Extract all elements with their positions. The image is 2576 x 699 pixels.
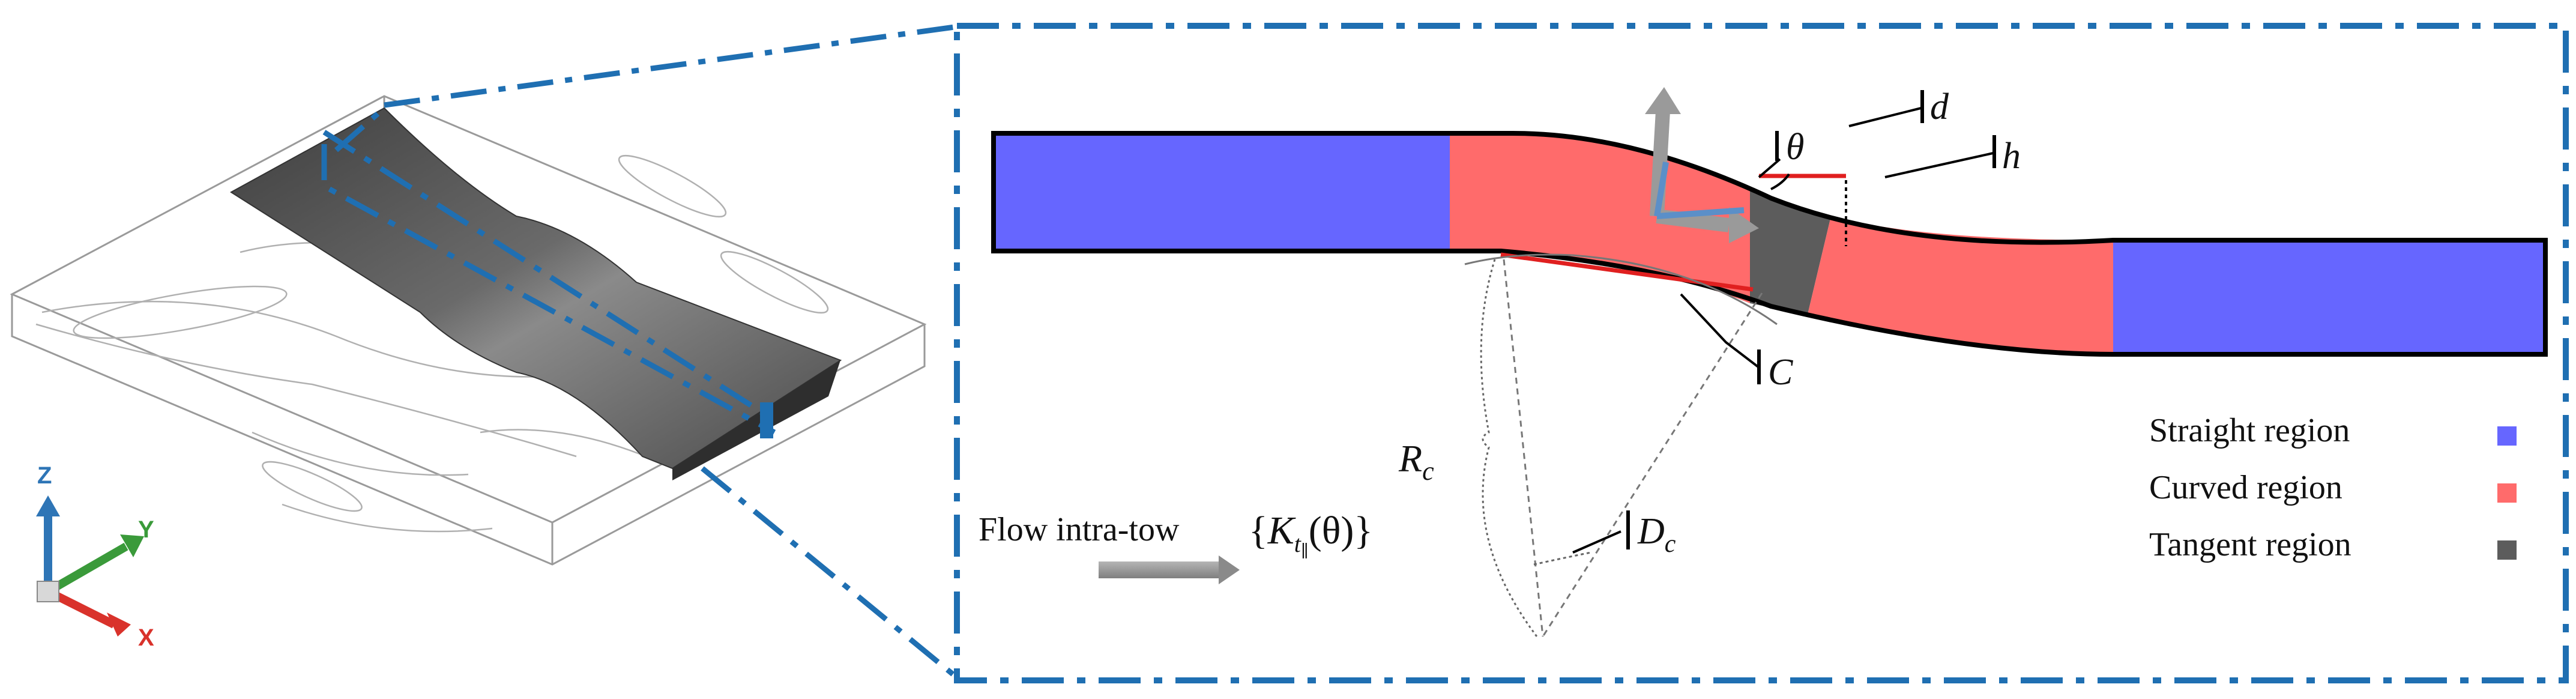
- h-label: h: [2002, 136, 2021, 177]
- x-axis-label: X: [138, 625, 154, 651]
- flow-annotation: Flow intra-tow {Kt∥(θ)}: [979, 509, 1373, 584]
- dimension-annotations: [1464, 90, 1996, 637]
- flow-text: Flow intra-tow: [979, 511, 1180, 548]
- zoom-connectors: [384, 24, 956, 678]
- d-label: d: [1930, 86, 1949, 127]
- axis-triad: Z Y X: [36, 462, 154, 651]
- tow-surface-3d: [230, 107, 842, 470]
- tow-surface-edge: [672, 360, 840, 480]
- legend-label-tangent: Tangent region: [2149, 526, 2351, 563]
- flow-arrow-shaft: [1099, 561, 1219, 578]
- legend-label-curved: Curved region: [2149, 469, 2342, 506]
- unit-cell-3d-view: [10, 95, 927, 566]
- flow-arrow-head: [1219, 555, 1240, 584]
- tow-cross-section: [991, 131, 2548, 357]
- legend-swatch-straight: [2497, 426, 2517, 446]
- binder-tow-outlines: [35, 154, 829, 533]
- legend-swatch-curved: [2497, 483, 2517, 503]
- dc-label: Dc: [1637, 511, 1676, 558]
- section-marker-lines: [321, 106, 776, 435]
- curved-region-left: [1450, 133, 1771, 303]
- unit-cell-box: [10, 95, 927, 566]
- rc-label: Rc: [1398, 437, 1434, 486]
- theta-label: θ: [1786, 127, 1804, 168]
- c-label: C: [1768, 352, 1793, 393]
- legend-label-straight: Straight region: [2149, 412, 2350, 449]
- cross-section-marker: [760, 402, 773, 438]
- straight-region-right: [2113, 240, 2545, 354]
- z-axis-label: Z: [37, 462, 52, 489]
- region-legend: Straight region Curved region Tangent re…: [2149, 412, 2517, 563]
- straight-region-left: [994, 133, 1450, 251]
- tangent-region: [1750, 191, 1831, 317]
- chord-c-line: [1500, 252, 1754, 292]
- zoom-frame: [954, 23, 2569, 683]
- local-coordinate-arrows: [1645, 87, 1759, 243]
- curved-region-right: [1807, 216, 2113, 354]
- legend-swatch-tangent: [2497, 540, 2517, 560]
- y-axis-label: Y: [138, 516, 154, 543]
- flow-formula: {Kt∥(θ)}: [1249, 509, 1373, 561]
